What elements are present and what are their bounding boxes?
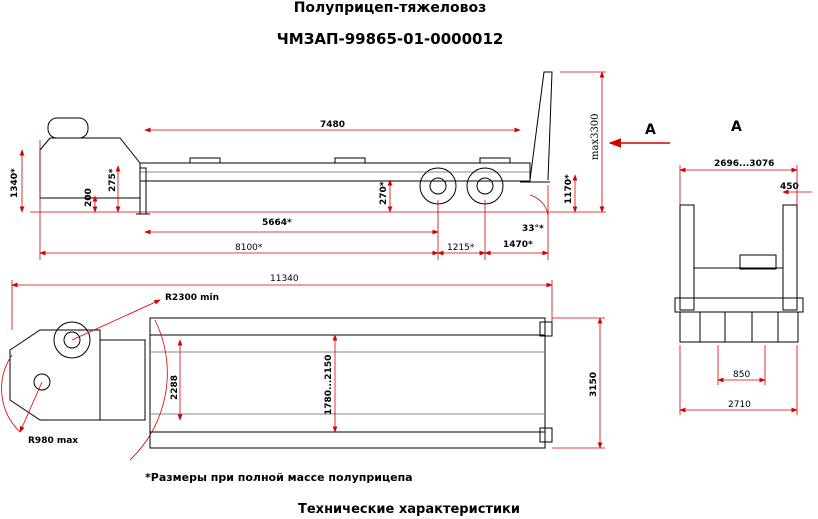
dim-top-width: 2696...3076 [714,159,774,169]
dim-deck-length: 7480 [320,120,345,130]
footnote: *Размеры при полной массе полуприцепа [145,471,413,484]
rear-view-dimension-lines [679,165,812,415]
dim-deck-width-range: 1780...2150 [324,355,334,415]
dim-overall-width: 3150 [589,372,599,397]
dim-support-height: 275* [108,168,118,192]
dim-gooseneck-width: 2288 [170,375,180,400]
side-view-dimension-lines [19,71,670,260]
dim-ramp-angle: 33°* [522,224,544,234]
dim-deck-front-to-axle: 5664* [262,218,292,228]
wheel-1 [419,167,457,205]
dim-axle-spacing: 1215* [447,243,475,253]
dim-overall-to-axle: 8100* [235,243,263,253]
dim-turn-radius-rear: R980 max [28,436,78,446]
king-pin-plate [53,321,91,359]
view-marker-a: A [645,122,656,138]
dim-rear-overhang: 1470* [503,240,533,250]
rear-view-label: A [731,119,742,135]
top-view [9,317,553,449]
dim-rear-height: 1170* [564,174,574,204]
dim-turn-radius-front: R2300 min [165,293,219,303]
gooseneck-tank [47,117,89,139]
top-view-dimension-lines [1,280,605,461]
dim-bottom-width: 2710 [728,400,751,410]
dim-support-low: 200 [84,188,94,207]
dim-deck-height: 270* [379,181,389,205]
rear-view [674,204,804,343]
dim-ramp-spacing: 850 [733,370,750,380]
dim-overall-length: 11340 [270,274,299,284]
drawing-title: Полуприцеп-тяжеловоз [293,0,487,16]
deck-outline [149,317,546,449]
side-view [39,71,553,215]
section-title: Технические характеристики [298,502,520,517]
wheel-2 [466,167,504,205]
dim-max-height: max3300 [590,113,601,160]
model-number: ЧМЗАП-99865-01-0000012 [276,30,504,48]
support-leg [139,167,147,215]
dim-front-height: 1340* [10,168,20,198]
dim-ramp-width: 450 [780,182,799,192]
